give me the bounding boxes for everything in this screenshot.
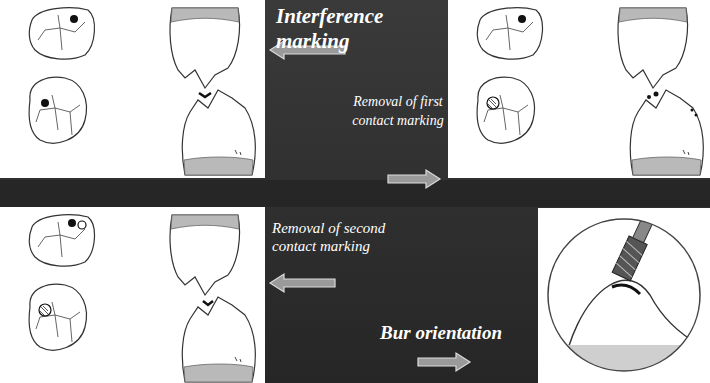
block-arrow (418, 353, 470, 371)
panel (0, 207, 265, 383)
block-arrow (270, 41, 470, 371)
step-label: Interference marking (276, 4, 406, 54)
tooth-drawing (477, 8, 703, 175)
step-label: Bur orientation (380, 322, 536, 344)
block-arrow (270, 274, 335, 292)
tooth-drawing (29, 215, 255, 382)
dark-band (0, 180, 710, 207)
step-label: Removal of second contact marking (272, 219, 404, 255)
step-label: Removal of first contact marking (352, 92, 444, 130)
tooth-drawing (29, 8, 255, 175)
block-arrow (388, 170, 440, 188)
panel (0, 0, 265, 178)
panel (448, 0, 710, 178)
bur-magnifier (548, 202, 710, 383)
